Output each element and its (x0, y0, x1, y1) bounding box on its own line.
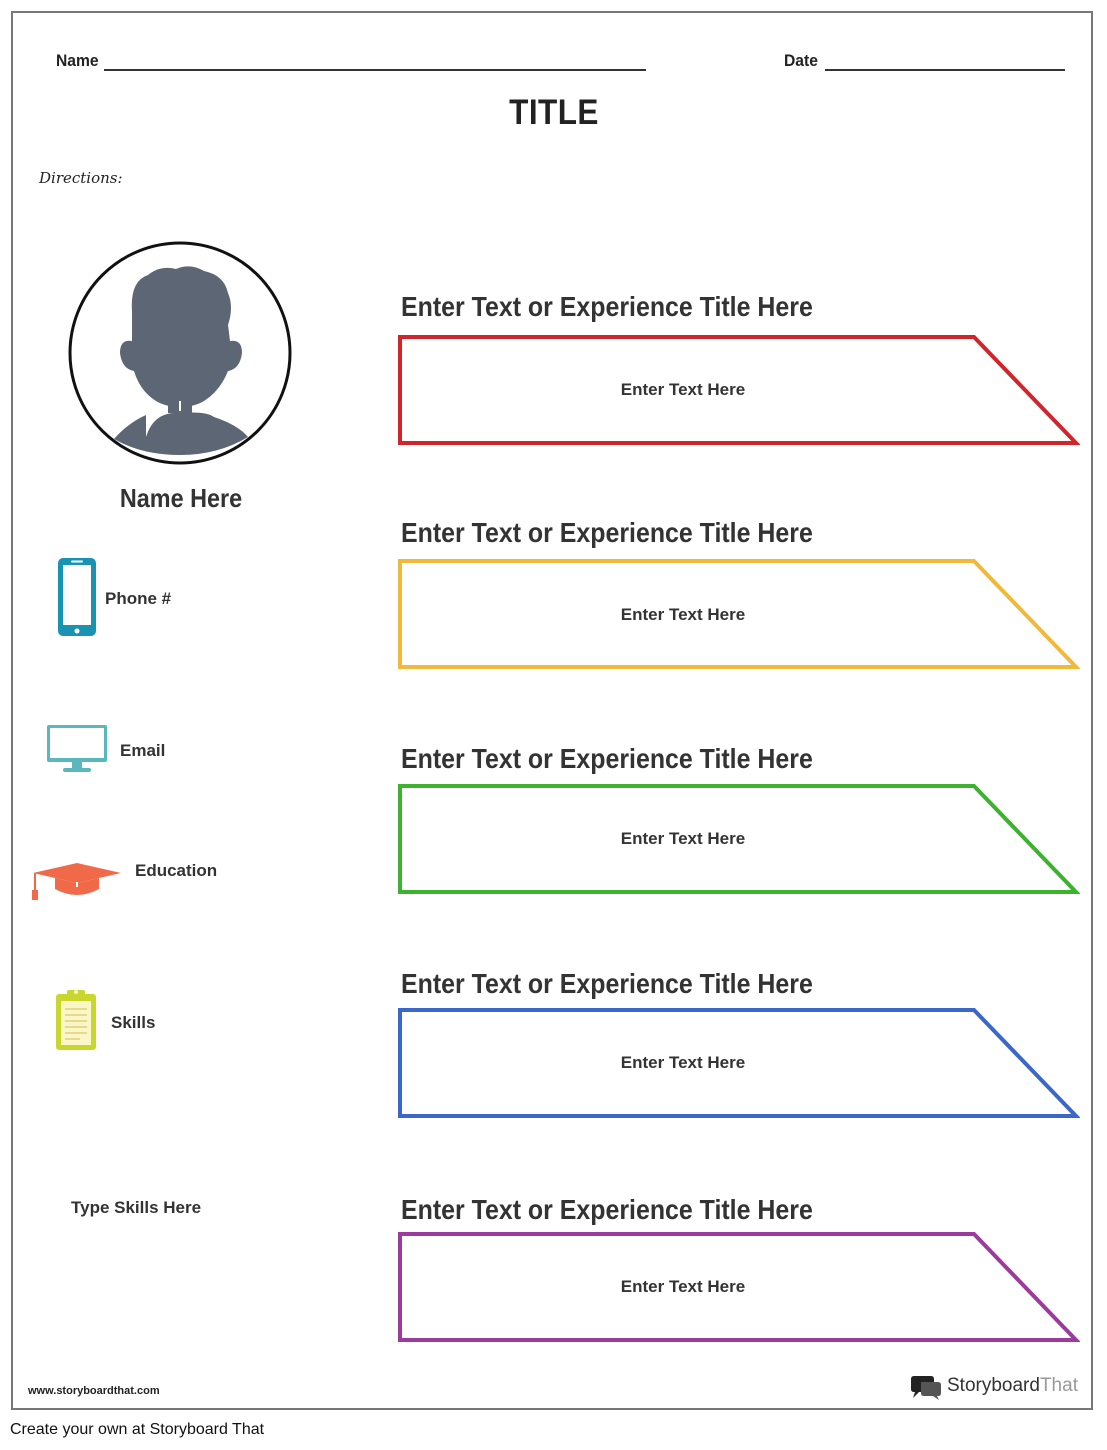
experience-text[interactable]: Enter Text Here (620, 605, 746, 624)
experience-text[interactable]: Enter Text Here (620, 1053, 746, 1072)
person-name: Name Here (119, 483, 243, 513)
logo-word-that: That (1039, 1375, 1078, 1396)
name-field[interactable] (104, 69, 646, 71)
experience-title[interactable]: Enter Text or Experience Title Here (401, 291, 813, 322)
directions-label: Directions: (39, 169, 123, 187)
date-field[interactable] (825, 69, 1065, 71)
create-your-own-caption[interactable]: Create your own at Storyboard That (10, 1421, 265, 1438)
phone-label: Phone # (105, 589, 172, 608)
worksheet: Name Date TITLE Directions: Name Here Ph… (11, 11, 1093, 1410)
graduation-cap-icon (32, 863, 121, 900)
skills-text[interactable]: Type Skills Here (71, 1198, 202, 1217)
monitor-icon (47, 725, 107, 772)
skills-label: Skills (111, 1013, 156, 1032)
name-label: Name (56, 51, 99, 70)
experience-box (398, 784, 1080, 894)
experience-box-outline (398, 1008, 1080, 1118)
experience-box (398, 1008, 1080, 1118)
experience-text[interactable]: Enter Text Here (620, 380, 746, 399)
experience-title[interactable]: Enter Text or Experience Title Here (401, 968, 813, 999)
education-label: Education (135, 861, 218, 880)
logo-word-storyboard: Storyboard (947, 1375, 1040, 1396)
experience-box (398, 335, 1080, 445)
experience-text[interactable]: Enter Text Here (620, 829, 746, 848)
date-label: Date (784, 51, 818, 70)
experience-box-outline (398, 784, 1080, 894)
speech-bubble-logo-icon (911, 1376, 941, 1400)
person-silhouette-icon (68, 241, 292, 465)
experience-box-outline (398, 1232, 1080, 1342)
email-label: Email (120, 741, 166, 760)
experience-box-outline (398, 559, 1080, 669)
page-title: TITLE (509, 93, 599, 132)
storyboardthat-logo[interactable]: StoryboardThat (947, 1375, 1078, 1397)
smartphone-icon (58, 558, 96, 636)
experience-box (398, 1232, 1080, 1342)
experience-title[interactable]: Enter Text or Experience Title Here (401, 517, 813, 548)
experience-title[interactable]: Enter Text or Experience Title Here (401, 743, 813, 774)
experience-text[interactable]: Enter Text Here (620, 1277, 746, 1296)
experience-box-outline (398, 335, 1080, 445)
clipboard-icon (56, 990, 96, 1050)
footer-url[interactable]: www.storyboardthat.com (28, 1385, 160, 1397)
experience-box (398, 559, 1080, 669)
experience-title[interactable]: Enter Text or Experience Title Here (401, 1194, 813, 1225)
